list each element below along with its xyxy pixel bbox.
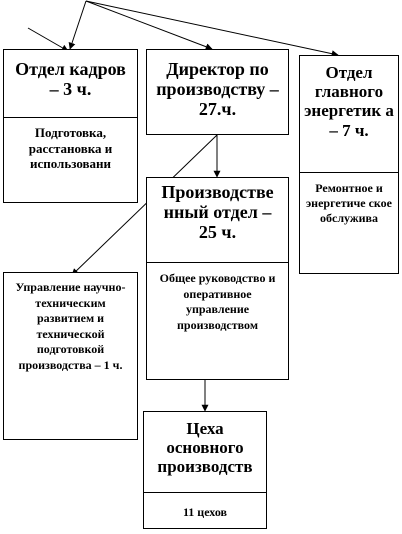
chief-energy-department-description: Ремонтное и энергетиче ское обслужива — [300, 172, 398, 273]
chief-energy-department-box: Отдел главного энергетик а – 7 ч. Ремонт… — [299, 55, 399, 274]
production-department-title: Производстве нный отдел – 25 ч. — [147, 178, 288, 262]
hr-department-box: Отдел кадров – 3 ч. Подготовка, расстано… — [3, 49, 138, 203]
shops-title-text: Цеха основного производств — [157, 419, 253, 477]
arrow-director-to-rnd — [71, 134, 218, 276]
arrow-to-director — [85, 0, 213, 51]
rnd-management-box: Управление научно-техническим развитием … — [3, 272, 138, 440]
main-production-shops-title: Цеха основного производств — [144, 412, 266, 492]
hr-title-text: Отдел кадров – 3 ч. — [15, 59, 126, 100]
main-production-shops-box: Цеха основного производств 11 цехов — [143, 411, 267, 529]
energy-desc-text: Ремонтное и энергетиче ское обслужива — [305, 181, 393, 225]
chief-energy-department-title: Отдел главного энергетик а – 7 ч. — [300, 56, 398, 172]
director-title-text: Директор по производству – 27.ч. — [156, 59, 279, 120]
production-department-box: Производстве нный отдел – 25 ч. Общее ру… — [146, 177, 289, 380]
hr-desc-text: Подготовка, расстановка и использовани — [28, 125, 113, 172]
production-department-description: Общее руководство и оперативное управлен… — [147, 262, 288, 379]
rnd-management-title: Управление научно-техническим развитием … — [4, 273, 137, 439]
hr-department-title: Отдел кадров – 3 ч. — [4, 50, 137, 117]
hr-department-description: Подготовка, расстановка и использовани — [4, 117, 137, 202]
production-desc-text: Общее руководство и оперативное управлен… — [159, 271, 276, 332]
rnd-title-text: Управление научно-техническим развитием … — [15, 280, 126, 372]
energy-title-text: Отдел главного энергетик а – 7 ч. — [304, 63, 394, 140]
main-production-shops-description: 11 цехов — [144, 492, 266, 528]
shops-desc-text: 11 цехов — [182, 505, 228, 519]
arrow-incoming-hr — [27, 27, 69, 52]
arrow-to-hr — [68, 0, 87, 50]
production-director-box: Директор по производству – 27.ч. — [146, 49, 289, 135]
production-director-title: Директор по производству – 27.ч. — [147, 50, 288, 134]
production-title-text: Производстве нный отдел – 25 ч. — [161, 182, 274, 243]
arrow-to-energy — [85, 0, 339, 58]
